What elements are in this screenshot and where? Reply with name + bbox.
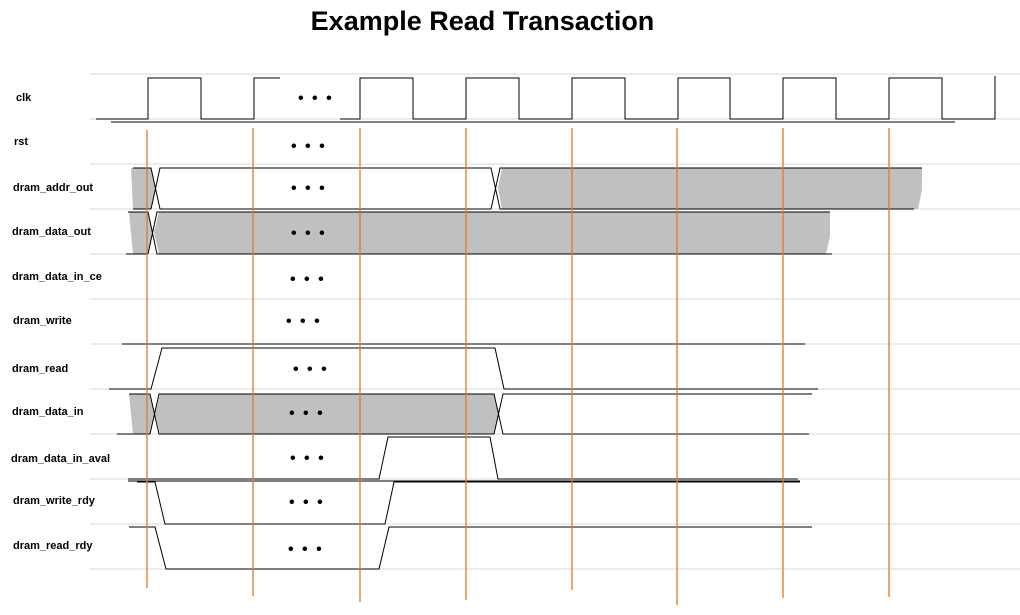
dram-write-ellipsis: • • •	[286, 313, 322, 330]
signal-label-clk: clk	[16, 92, 32, 104]
signal-labels: clk rst dram_addr_out dram_data_out dram…	[11, 92, 110, 552]
dram-addr-out-bus-fill-b	[498, 168, 922, 209]
signal-label-dram-data-in: dram_data_in	[12, 406, 84, 418]
signal-label-dram-data-in-aval: dram_data_in_aval	[11, 453, 110, 465]
signal-label-rst: rst	[14, 136, 28, 148]
dram-data-in-ellipsis: • • •	[289, 405, 325, 422]
signal-label-dram-write-rdy: dram_write_rdy	[13, 495, 96, 507]
clock-edge-markers	[146, 128, 890, 605]
signal-label-dram-read: dram_read	[12, 363, 68, 375]
waveforms	[96, 76, 996, 570]
dram-data-in-ce-ellipsis: • • •	[290, 271, 326, 288]
dram-data-out-bus-fill-b	[154, 212, 830, 254]
clk-waveform-2	[340, 76, 996, 120]
signal-label-dram-addr-out: dram_addr_out	[13, 182, 93, 194]
dram-read-ellipsis: • • •	[293, 361, 329, 378]
signal-label-dram-data-in-ce: dram_data_in_ce	[12, 271, 102, 283]
signal-label-dram-read-rdy: dram_read_rdy	[13, 540, 93, 552]
clk-ellipsis: • • •	[298, 90, 334, 107]
dram-data-in-aval-waveform	[128, 436, 798, 480]
diagram-title: Example Read Transaction	[310, 6, 655, 36]
bus-fills	[129, 168, 922, 434]
dram-addr-out-ellipsis: • • •	[291, 180, 327, 197]
signal-label-dram-data-out: dram_data_out	[12, 226, 91, 238]
dram-data-out-ellipsis: • • •	[291, 225, 327, 242]
clk-waveform	[96, 77, 280, 120]
dram-data-out-waveform	[126, 211, 832, 255]
dram-data-in-aval-ellipsis: • • •	[290, 450, 326, 467]
dram-read-rdy-ellipsis: • • •	[288, 541, 324, 558]
ellipses: • • • • • • • • • • • • • • • • • • • • …	[286, 90, 334, 558]
dram-read-rdy-waveform	[129, 526, 400, 570]
dram-read-waveform	[109, 347, 818, 390]
rst-ellipsis: • • •	[291, 138, 327, 155]
dram-write-rdy-ellipsis: • • •	[289, 494, 325, 511]
signal-label-dram-write: dram_write	[13, 315, 72, 327]
dram-data-in-bus-fill-b	[155, 394, 499, 434]
dram-write-rdy-waveform	[137, 481, 800, 525]
dram-addr-out-bus-fill-a	[131, 168, 155, 209]
dram-data-in-bus-fill-a	[129, 394, 154, 434]
row-separators	[90, 73, 1020, 570]
dram-addr-out-waveform	[133, 167, 922, 210]
